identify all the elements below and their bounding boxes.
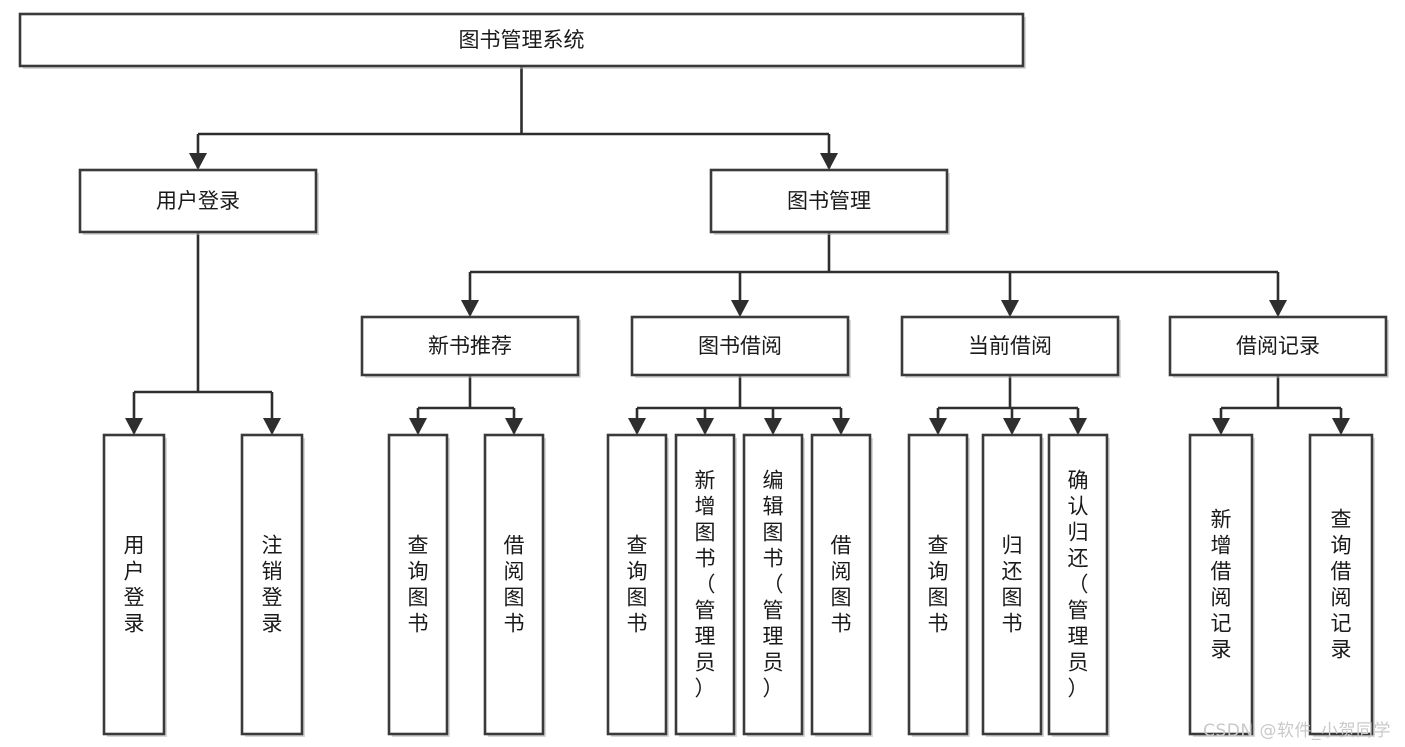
node-label-new-book-recommend: 新书推荐 (428, 334, 512, 358)
arrow-head (263, 418, 281, 435)
node-root[interactable]: 图书管理系统 (18, 12, 1026, 69)
node-box-borrow-add-book (674, 433, 736, 736)
node-label-book-borrow: 图书借阅 (698, 334, 782, 358)
node-box-rec-query-record (1308, 433, 1374, 736)
node-label-root: 图书管理系统 (459, 28, 585, 52)
arrow-head (125, 418, 143, 435)
node-box-borrow-query-book (606, 433, 668, 736)
arrow-head (1069, 418, 1087, 435)
csdn-watermark: CSDN @软件_小贺同学 (1203, 721, 1391, 741)
arrow-head (189, 153, 207, 170)
node-box-user-logout (240, 433, 304, 736)
node-label-borrow-edit-book: 编辑图书（管理员） (763, 469, 784, 701)
node-box-current-borrow (900, 315, 1120, 377)
node-cur-query-book[interactable]: 查询图书 (907, 433, 970, 737)
node-box-borrow-do-borrow (810, 433, 872, 736)
arrow-head (832, 418, 850, 435)
node-current-borrow[interactable]: 当前借阅 (900, 315, 1121, 378)
node-label-borrow-add-book: 新增图书（管理员） (695, 469, 716, 701)
arrow-head (696, 418, 714, 435)
node-book-borrow[interactable]: 图书借阅 (630, 315, 851, 378)
node-box-borrow-edit-book (742, 433, 804, 736)
node-label-user-login-do: 用户登录 (124, 534, 145, 636)
node-label-rec-query-book: 查询图书 (408, 534, 429, 636)
node-label-current-borrow: 当前借阅 (968, 334, 1052, 358)
node-cur-confirm-return[interactable]: 确认归还（管理员） (1047, 433, 1110, 737)
arrow-head (1001, 300, 1019, 317)
node-label-borrow-record: 借阅记录 (1236, 334, 1320, 358)
node-label-cur-confirm-return: 确认归还（管理员） (1068, 469, 1089, 701)
arrow-head (1332, 418, 1350, 435)
node-box-book-borrow (630, 315, 850, 377)
node-label-rec-borrow-book: 借阅图书 (504, 534, 525, 636)
arrow-head (409, 418, 427, 435)
node-new-book-recommend[interactable]: 新书推荐 (360, 315, 581, 378)
connectors-layer (125, 66, 1350, 435)
node-box-rec-query-book (387, 433, 449, 736)
node-borrow-edit-book[interactable]: 编辑图书（管理员） (742, 433, 805, 737)
arrow-head (731, 300, 749, 317)
node-borrow-do-borrow[interactable]: 借阅图书 (810, 433, 873, 737)
node-borrow-record[interactable]: 借阅记录 (1168, 315, 1389, 378)
node-box-new-book-recommend (360, 315, 580, 377)
node-label-book-manage: 图书管理 (787, 189, 871, 213)
node-user-login-do[interactable]: 用户登录 (102, 433, 167, 737)
node-box-root (18, 12, 1025, 68)
node-borrow-query-book[interactable]: 查询图书 (606, 433, 669, 737)
node-box-book-manage (709, 168, 949, 234)
node-label-borrow-do-borrow: 借阅图书 (831, 534, 852, 636)
node-box-rec-add-record (1188, 433, 1254, 736)
node-user-logout[interactable]: 注销登录 (240, 433, 305, 737)
arrow-head (1212, 418, 1230, 435)
arrow-head (505, 418, 523, 435)
node-box-rec-borrow-book (483, 433, 545, 736)
node-label-user-logout: 注销登录 (262, 534, 283, 636)
node-label-rec-add-record: 新增借阅记录 (1211, 508, 1232, 662)
arrow-head (764, 418, 782, 435)
node-box-cur-query-book (907, 433, 969, 736)
node-borrow-add-book[interactable]: 新增图书（管理员） (674, 433, 737, 737)
node-label-cur-return-book: 归还图书 (1002, 534, 1023, 636)
node-book-manage[interactable]: 图书管理 (709, 168, 950, 235)
nodes-layer: 图书管理系统用户登录图书管理新书推荐图书借阅当前借阅借阅记录用户登录注销登录查询… (18, 12, 1389, 737)
arrow-head (1269, 300, 1287, 317)
node-box-cur-return-book (981, 433, 1043, 736)
node-label-cur-query-book: 查询图书 (928, 534, 949, 636)
arrow-head (461, 300, 479, 317)
node-user-login[interactable]: 用户登录 (78, 168, 319, 235)
arrow-head (1003, 418, 1021, 435)
arrow-head (929, 418, 947, 435)
node-rec-query-record[interactable]: 查询借阅记录 (1308, 433, 1375, 737)
node-label-rec-query-record: 查询借阅记录 (1331, 508, 1352, 662)
arrow-head (820, 153, 838, 170)
node-box-user-login (78, 168, 318, 234)
node-box-user-login-do (102, 433, 166, 736)
node-rec-add-record[interactable]: 新增借阅记录 (1188, 433, 1255, 737)
arrow-head (628, 418, 646, 435)
node-rec-query-book[interactable]: 查询图书 (387, 433, 450, 737)
node-label-borrow-query-book: 查询图书 (627, 534, 648, 636)
node-box-borrow-record (1168, 315, 1388, 377)
node-box-cur-confirm-return (1047, 433, 1109, 736)
node-label-user-login: 用户登录 (156, 189, 240, 213)
node-cur-return-book[interactable]: 归还图书 (981, 433, 1044, 737)
node-rec-borrow-book[interactable]: 借阅图书 (483, 433, 546, 737)
